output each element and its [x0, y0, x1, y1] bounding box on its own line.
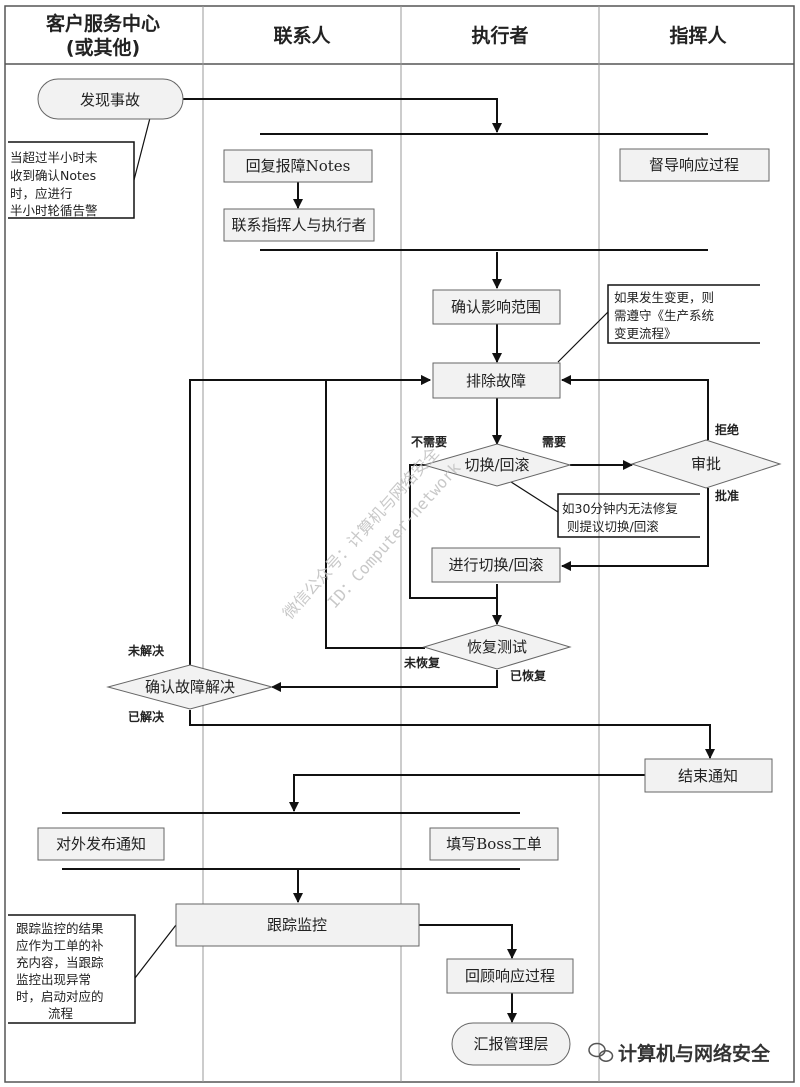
- svg-text:微信公众号：计算机与网络安全: 微信公众号：计算机与网络安全: [279, 443, 443, 622]
- svg-text:回复报障Notes: 回复报障Notes: [246, 157, 351, 175]
- svg-text:当超过半小时未: 当超过半小时未: [10, 150, 98, 165]
- node-do-switch: 进行切换/回滚: [431, 547, 561, 583]
- svg-text:跟踪监控的结果: 跟踪监控的结果: [16, 921, 104, 936]
- watermark: 微信公众号：计算机与网络安全 ID：Computer-network: [279, 443, 465, 622]
- label-rejected: 拒绝: [715, 422, 739, 437]
- note-change-rule: 如果发生变更，则 需遵守《生产系统 变更流程》: [607, 284, 760, 344]
- svg-text:确认影响范围: 确认影响范围: [451, 298, 541, 316]
- label-needed: 需要: [542, 434, 566, 449]
- label-not-needed: 不需要: [411, 434, 447, 449]
- node-discover: 发现事故: [37, 78, 184, 120]
- node-recovery-test-decision: 恢复测试: [422, 624, 572, 670]
- svg-text:应作为工单的补: 应作为工单的补: [16, 938, 104, 953]
- svg-text:对外发布通知: 对外发布通知: [56, 835, 146, 853]
- node-report: 汇报管理层: [451, 1022, 571, 1066]
- connectors: [183, 98, 715, 1023]
- node-contact-both: 联系指挥人与执行者: [223, 208, 375, 242]
- svg-text:充内容，当跟踪: 充内容，当跟踪: [16, 955, 104, 970]
- label-resolved: 已解决: [128, 709, 165, 724]
- note-tracking: 跟踪监控的结果 应作为工单的补 充内容，当跟踪 监控出现异常 时，启动对应的 流…: [8, 914, 136, 1024]
- svg-text:时，启动对应的: 时，启动对应的: [16, 989, 104, 1004]
- wechat-icon: [588, 1042, 614, 1062]
- note-escalation: 当超过半小时未 收到确认Notes 时，应进行 半小时轮循告警: [8, 141, 135, 219]
- svg-text:发现事故: 发现事故: [80, 91, 140, 109]
- node-publish-notice: 对外发布通知: [37, 827, 165, 861]
- svg-text:流程: 流程: [48, 1006, 74, 1021]
- svg-text:监控出现异常: 监控出现异常: [16, 972, 91, 987]
- node-track-monitor: 跟踪监控: [175, 903, 420, 947]
- svg-text:确认故障解决: 确认故障解决: [145, 678, 235, 696]
- node-fill-boss: 填写Boss工单: [429, 827, 559, 861]
- svg-text:时，应进行: 时，应进行: [10, 186, 73, 201]
- node-confirm-resolved-decision: 确认故障解决: [106, 664, 274, 710]
- svg-text:结束通知: 结束通知: [678, 767, 738, 785]
- node-reply-notes: 回复报障Notes: [223, 149, 373, 183]
- svg-text:如30分钟内无法修复: 如30分钟内无法修复: [562, 501, 678, 516]
- lane-title-customer-1: 客户服务中心: [46, 12, 160, 35]
- svg-text:半小时轮循告警: 半小时轮循告警: [10, 203, 98, 218]
- svg-text:督导响应过程: 督导响应过程: [649, 156, 739, 174]
- lane-header-customer: 客户服务中心 (或其他): [46, 12, 160, 59]
- lane-title-contact: 联系人: [273, 25, 331, 47]
- svg-text:填写Boss工单: 填写Boss工单: [446, 835, 541, 853]
- svg-text:联系指挥人与执行者: 联系指挥人与执行者: [231, 216, 366, 234]
- svg-text:进行切换/回滚: 进行切换/回滚: [448, 556, 543, 574]
- node-supervise: 督导响应过程: [619, 148, 770, 182]
- svg-text:排除故障: 排除故障: [466, 372, 526, 390]
- label-unresolved: 未解决: [127, 643, 165, 658]
- svg-text:如果发生变更，则: 如果发生变更，则: [614, 290, 714, 305]
- swimlane-grid: [4, 5, 795, 1083]
- note-thirty-min: 如30分钟内无法修复 则提议切换/回滚: [557, 493, 700, 538]
- svg-text:切换/回滚: 切换/回滚: [464, 456, 529, 474]
- svg-text:需遵守《生产系统: 需遵守《生产系统: [614, 308, 714, 323]
- label-recovered: 已恢复: [510, 668, 547, 683]
- node-switch-rollback-decision: 切换/回滚: [422, 443, 572, 487]
- svg-text:恢复测试: 恢复测试: [467, 638, 527, 656]
- lane-title-customer-2: (或其他): [66, 36, 140, 59]
- sync-bars: [62, 133, 708, 870]
- footer-logo: 计算机与网络安全: [588, 1042, 771, 1065]
- annotation-lines: [133, 117, 609, 979]
- svg-text:跟踪监控: 跟踪监控: [267, 916, 327, 934]
- node-review: 回顾响应过程: [446, 958, 574, 994]
- svg-text:变更流程》: 变更流程》: [614, 326, 677, 341]
- lane-title-commander: 指挥人: [669, 25, 727, 47]
- node-confirm-scope: 确认影响范围: [432, 289, 561, 325]
- svg-text:汇报管理层: 汇报管理层: [473, 1035, 548, 1053]
- node-end-notice: 结束通知: [644, 758, 773, 793]
- lane-title-executor: 执行者: [471, 24, 528, 47]
- svg-text:收到确认Notes: 收到确认Notes: [10, 168, 96, 183]
- svg-text:回顾响应过程: 回顾响应过程: [465, 967, 555, 985]
- node-troubleshoot: 排除故障: [432, 362, 561, 399]
- svg-text:审批: 审批: [691, 455, 721, 473]
- node-approve-decision: 审批: [630, 439, 782, 489]
- svg-text:则提议切换/回滚: 则提议切换/回滚: [567, 519, 659, 534]
- label-approved: 批准: [715, 488, 739, 503]
- label-not-recovered: 未恢复: [403, 655, 441, 670]
- footer-brand: 计算机与网络安全: [618, 1042, 771, 1065]
